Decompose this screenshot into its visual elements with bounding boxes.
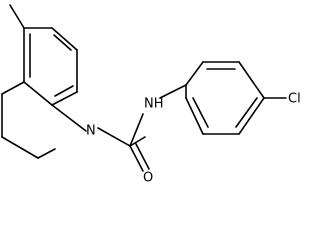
atom-label-oxygen: O [143,171,153,186]
saturated-ring [1,81,87,159]
benzo-ring [23,27,78,106]
atom-label-amide-nitrogen: NH [144,97,164,112]
methyl-bond [9,4,25,29]
carboxamide-group [97,113,150,172]
chlorophenyl-ring [185,61,265,135]
amide-aryl-bond [159,84,187,99]
atom-label-chlorine: Cl [288,92,301,107]
atom-oxygen: O [143,171,153,186]
atom-label-ring-nitrogen: N [86,124,96,139]
atom-ring-nitrogen: N [86,124,96,139]
atom-chlorine: Cl [288,92,301,107]
atom-amide-nitrogen: NH [144,97,164,112]
chemical-structure-diagram: N NH O Cl [1,4,301,186]
